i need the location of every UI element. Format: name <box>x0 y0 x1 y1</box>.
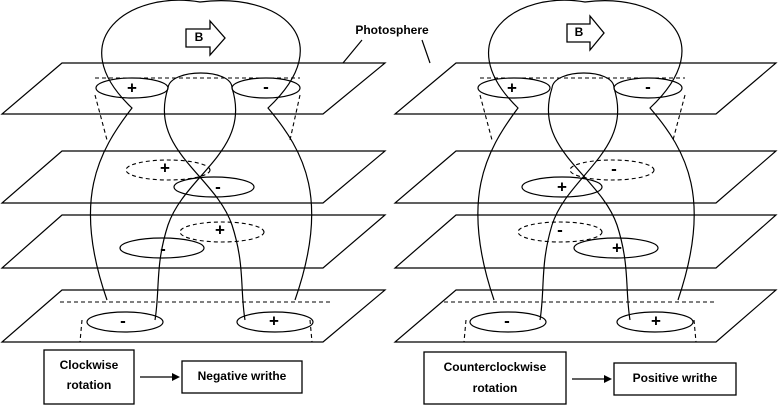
flux-tube-inner-b <box>154 87 237 321</box>
sign-plus: + <box>651 311 661 330</box>
right-flux-tube-panel: + - - + - + - + B Counterclockwise rotat… <box>393 0 778 405</box>
plane-3 <box>0 214 387 269</box>
cause-line-1: Counterclockwise <box>444 360 547 374</box>
flux-tube-arch <box>551 72 615 89</box>
section-4-right <box>236 311 314 333</box>
plane-4 <box>0 289 387 343</box>
plane-2 <box>393 150 778 204</box>
flux-tube-inner-a <box>547 87 631 321</box>
section-2-left <box>521 176 603 198</box>
section-4-left <box>469 311 547 333</box>
section-3-left <box>119 237 205 259</box>
sign-minus: - <box>263 77 269 96</box>
plane-top <box>393 62 778 115</box>
section-2-right <box>569 159 655 181</box>
plane-top <box>0 62 387 115</box>
sign-plus: + <box>127 78 137 97</box>
sign-plus: + <box>507 78 517 97</box>
magnetic-field-arrow-icon: B <box>185 19 226 57</box>
sign-minus: - <box>557 220 563 239</box>
photosphere-leader-right <box>421 39 431 64</box>
sign-plus: + <box>269 311 279 330</box>
flux-tube-outer <box>477 0 695 301</box>
sign-minus: - <box>645 77 651 96</box>
flux-tube-outer <box>89 0 313 301</box>
result-box <box>613 362 737 396</box>
photosphere-leader-left <box>342 39 363 64</box>
plane-4 <box>393 289 778 343</box>
result-label: Positive writhe <box>633 371 718 385</box>
section-2-right <box>173 176 255 198</box>
left-flux-tube-panel: + - + - + - - + B Photosphere Clockwise … <box>0 0 431 405</box>
svg-text:B: B <box>575 25 584 39</box>
magnetic-field-arrow-icon: B <box>566 14 605 52</box>
cause-line-2: rotation <box>67 378 112 392</box>
cause-box <box>423 351 567 405</box>
result-box <box>181 360 303 394</box>
section-top-left <box>95 77 169 99</box>
hidden-strand-right <box>289 94 301 141</box>
section-top-right <box>231 77 301 99</box>
hidden-lower-right <box>309 319 313 343</box>
result-label: Negative writhe <box>198 369 287 383</box>
section-3-left <box>517 221 603 243</box>
hidden-lower-left <box>79 319 83 343</box>
plane-2 <box>0 150 387 204</box>
photosphere-label: Photosphere <box>355 23 429 37</box>
sign-minus: - <box>215 177 221 196</box>
flux-tube-inner-b <box>539 87 619 321</box>
sign-minus: - <box>120 311 126 330</box>
section-top-right <box>613 77 683 99</box>
cause-line-1: Clockwise <box>60 358 119 372</box>
sign-minus: - <box>504 311 510 330</box>
arrow-icon <box>572 375 612 383</box>
hidden-strand-right <box>672 94 686 141</box>
flux-tube-inner-a <box>163 87 246 321</box>
flux-tube-arch <box>167 72 233 89</box>
hidden-strand-left <box>479 94 493 141</box>
section-4-right <box>616 311 694 333</box>
section-top-left <box>477 77 551 99</box>
hidden-strand-left <box>94 94 108 141</box>
cause-line-2: rotation <box>473 381 518 395</box>
sign-plus: + <box>160 158 170 177</box>
sign-minus: - <box>160 239 166 258</box>
sign-minus: - <box>611 159 617 178</box>
arrow-icon <box>140 373 180 381</box>
cause-box <box>43 349 135 405</box>
plane-3 <box>393 214 778 269</box>
section-3-right <box>573 237 659 259</box>
section-3-right <box>179 221 265 243</box>
sign-plus: + <box>612 238 622 257</box>
hidden-lower-left <box>463 319 467 343</box>
hidden-lower-right <box>693 319 697 343</box>
sign-plus: + <box>557 177 567 196</box>
section-2-left <box>125 159 211 181</box>
sign-plus: + <box>215 220 225 239</box>
svg-text:B: B <box>195 30 204 44</box>
section-4-left <box>86 311 164 333</box>
